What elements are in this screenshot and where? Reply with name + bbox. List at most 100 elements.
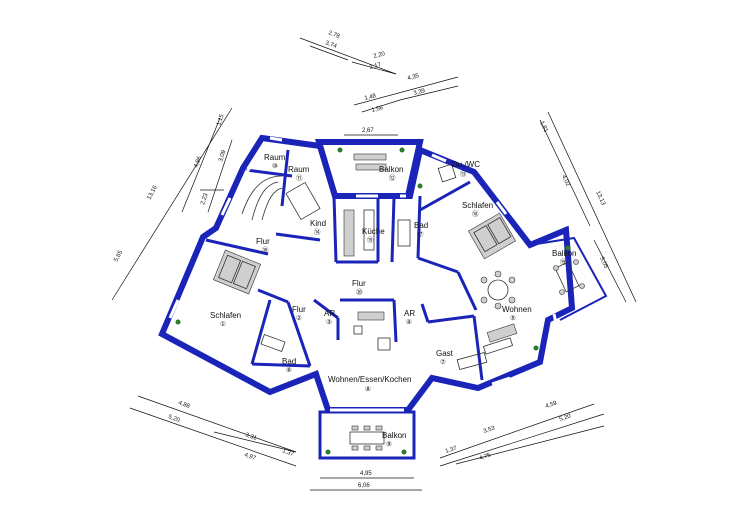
dimension-lines [111,37,637,491]
room-number: ⑪ [296,174,303,182]
room-label: Flur [352,279,366,288]
room-number: ③ [326,318,332,326]
room-number: ① [220,320,226,328]
room-label: Du./WC [452,160,480,169]
bathtub [456,352,488,370]
room-number: ② [296,314,302,322]
room-number: ⑳ [356,288,363,296]
dim-label: 3,74 [324,40,338,50]
dim-label: 6,06 [358,483,370,489]
room-number: ⑰ [417,230,424,238]
dining-table [480,270,516,310]
room-number: ⑩ [272,162,278,170]
dim-label: 3,09 [218,149,228,163]
room-label: Bad [282,357,296,366]
dim-label: 1,56 [371,105,384,114]
room-label: Gast [436,349,454,358]
bed-kind [285,181,321,221]
dim-label: 5,05 [598,256,609,270]
room-number: ⑯ [262,246,269,254]
bed-left [212,249,262,295]
plant-icon [175,319,181,325]
dim-label: 5,65 [113,249,124,263]
dim-label: 1,81 [538,120,549,134]
dim-label: 13,16 [146,184,159,201]
dim-label: 4,02 [560,174,571,188]
dim-label: 2,17 [369,62,382,71]
lounger [355,163,387,171]
room-number: ⑧ [365,385,371,393]
room-label: Wohnen/Essen/Kochen [328,375,411,384]
dim-label: 4,59 [545,400,559,410]
room-label: AR [324,309,335,318]
sofa-wohnen [482,323,518,355]
plant-icon [325,449,331,455]
room-labels: Raum ⑩ Raum ⑪ Balkon ⑫ Du./WC ⑬ Kind ⑭ K… [210,153,576,448]
shower [437,163,457,183]
room-label: Flur [256,237,270,246]
room-number: ⑮ [367,236,374,244]
room-number: ⑱ [472,210,479,218]
dim-label: 3,31 [244,432,258,442]
dim-label: 4,88 [177,400,191,410]
room-number: ⑫ [389,174,396,182]
room-number: ⑲ [560,258,567,266]
room-label: Schlafen [210,311,241,320]
room-label: Flur [292,305,306,314]
dim-label: 1,37 [281,448,295,458]
bed-right [468,212,516,260]
dim-label: 2,23 [200,192,210,206]
dim-label: 1,15 [216,113,226,127]
room-number: ⑦ [440,358,446,366]
room-label: Kind [310,219,326,228]
room-number: ⑨ [386,440,392,448]
room-number: ④ [406,318,412,326]
room-label: Küche [362,227,385,236]
dim-label: 2,20 [373,51,386,60]
room-label: Balkon [552,249,576,258]
exterior-walls [158,134,608,460]
room-label: Wohnen [502,305,532,314]
windows [168,136,560,412]
room-label: Raum [264,153,286,162]
dim-label: 13,13 [594,190,606,207]
dim-label: 1,48 [364,93,377,102]
lounger [353,153,387,161]
room-number: ⑥ [286,366,292,374]
room-label: Raum [288,165,310,174]
plant-icon [399,147,405,153]
bathtub [397,219,411,247]
staircase [241,175,283,221]
plant-icon [417,183,423,189]
kitchen-counter [343,209,375,257]
room-label: Balkon [382,431,406,440]
dim-label: 3,39 [413,88,426,97]
dim-label: 4,97 [243,452,257,462]
sofa [353,311,391,351]
room-label: Bad [414,221,428,230]
dim-label: 1,37 [445,445,459,455]
dim-label: 5,20 [167,414,181,424]
room-label: Balkon [379,165,403,174]
dim-label: 4,75 [479,452,493,462]
bathtub [260,334,286,352]
room-number: ⑬ [460,170,467,178]
plant-icon [337,147,343,153]
room-label: AR [404,309,415,318]
dim-label: 4,95 [360,471,372,477]
interior-walls [205,149,484,381]
plant-icon [533,345,539,351]
dim-label: 2,78 [327,30,341,40]
room-number: ⑤ [510,314,516,322]
dim-label: 4,35 [407,73,420,82]
balcony-table-right [553,259,585,295]
dimension-labels: 2,78 3,74 2,20 2,17 4,35 1,48 3,39 1,56 … [113,30,608,489]
room-label: Schlafen [462,201,493,210]
dim-label: 2,67 [362,128,374,134]
plant-icon [565,245,571,251]
dim-label: 5,20 [559,413,573,423]
dim-label: 3,53 [483,425,497,435]
room-number: ⑭ [314,228,321,236]
dim-label: 4,96 [193,155,203,169]
